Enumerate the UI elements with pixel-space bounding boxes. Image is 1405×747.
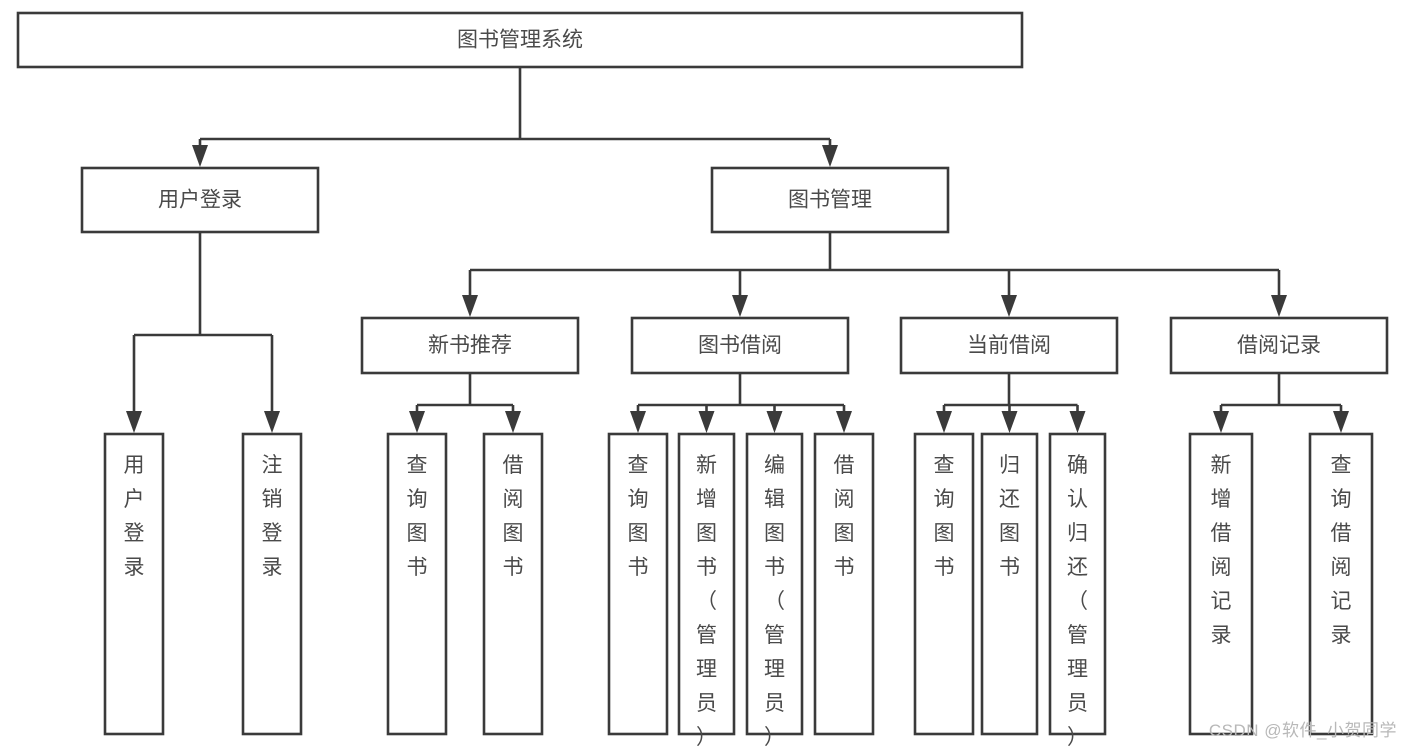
arrow-head-icon — [1069, 411, 1086, 433]
node-level2[interactable]: 用户登录 — [80, 166, 320, 234]
node-label: 新增借阅记录 — [1211, 454, 1232, 647]
node-box[interactable] — [103, 432, 165, 736]
node-box[interactable] — [386, 432, 448, 736]
node-box[interactable] — [482, 432, 544, 736]
node-box[interactable] — [980, 432, 1039, 736]
node-leaf[interactable]: 查询借阅记录 — [1308, 432, 1374, 736]
arrow-head-icon — [836, 411, 852, 433]
arrow-head-icon — [766, 411, 783, 433]
node-label: 用户登录 — [124, 454, 145, 579]
node-box[interactable] — [607, 432, 669, 736]
arrow-head-icon — [630, 411, 646, 433]
node-box[interactable] — [913, 432, 975, 736]
node-box[interactable] — [80, 166, 320, 234]
connectors-layer — [126, 67, 1349, 433]
arrow-head-icon — [732, 295, 748, 317]
node-box[interactable] — [1308, 432, 1374, 736]
node-label: 查询借阅记录 — [1331, 454, 1352, 647]
node-label: 新增图书（管理员） — [696, 454, 717, 747]
node-box[interactable] — [710, 166, 950, 234]
arrow-head-icon — [126, 411, 142, 433]
node-leaf[interactable]: 注销登录 — [241, 432, 303, 736]
node-level2[interactable]: 图书管理 — [710, 166, 950, 234]
node-label: 注销登录 — [262, 454, 283, 579]
node-box[interactable] — [1188, 432, 1254, 736]
arrow-head-icon — [1333, 411, 1349, 433]
arrow-head-icon — [264, 411, 280, 433]
node-box[interactable] — [630, 316, 850, 375]
node-leaf[interactable]: 查询图书 — [913, 432, 975, 736]
node-label: 查询图书 — [628, 454, 649, 579]
node-root[interactable]: 图书管理系统 — [16, 11, 1024, 69]
node-leaf[interactable]: 归还图书 — [980, 432, 1039, 736]
node-box[interactable] — [16, 11, 1024, 69]
node-leaf[interactable]: 编辑图书（管理员） — [745, 432, 804, 747]
node-label: 借阅图书 — [503, 454, 524, 579]
node-label: 借阅记录 — [1237, 334, 1321, 357]
node-box[interactable] — [745, 432, 804, 736]
arrow-head-icon — [1001, 411, 1018, 433]
node-level3[interactable]: 新书推荐 — [360, 316, 580, 375]
arrow-head-icon — [1001, 295, 1017, 317]
node-leaf[interactable]: 查询图书 — [607, 432, 669, 736]
node-box[interactable] — [899, 316, 1119, 375]
node-leaf[interactable]: 借阅图书 — [482, 432, 544, 736]
arrow-head-icon — [822, 145, 838, 167]
node-box[interactable] — [1169, 316, 1389, 375]
node-level3[interactable]: 借阅记录 — [1169, 316, 1389, 375]
arrow-head-icon — [505, 411, 521, 433]
node-box[interactable] — [1048, 432, 1107, 736]
node-label: 编辑图书（管理员） — [764, 454, 785, 747]
node-label: 图书管理系统 — [457, 29, 583, 52]
node-leaf[interactable]: 新增图书（管理员） — [677, 432, 736, 747]
node-leaf[interactable]: 用户登录 — [103, 432, 165, 736]
node-box[interactable] — [677, 432, 736, 736]
arrow-head-icon — [936, 411, 952, 433]
node-label: 当前借阅 — [967, 334, 1051, 357]
arrow-head-icon — [192, 145, 208, 167]
arrow-head-icon — [409, 411, 425, 433]
node-leaf[interactable]: 新增借阅记录 — [1188, 432, 1254, 736]
node-box[interactable] — [813, 432, 875, 736]
node-label: 查询图书 — [407, 454, 428, 579]
arrow-head-icon — [1213, 411, 1229, 433]
node-label: 借阅图书 — [834, 454, 855, 579]
arrow-head-icon — [698, 411, 715, 433]
node-leaf[interactable]: 确认归还（管理员） — [1048, 432, 1107, 747]
node-label: 图书借阅 — [698, 334, 782, 357]
node-box[interactable] — [241, 432, 303, 736]
node-label: 查询图书 — [934, 454, 955, 579]
node-leaf[interactable]: 查询图书 — [386, 432, 448, 736]
node-level3[interactable]: 当前借阅 — [899, 316, 1119, 375]
node-label: 新书推荐 — [428, 334, 512, 357]
node-label: 图书管理 — [788, 189, 872, 212]
node-label: 用户登录 — [158, 189, 242, 212]
nodes-layer: 图书管理系统用户登录图书管理新书推荐图书借阅当前借阅借阅记录用户登录注销登录查询… — [16, 11, 1389, 747]
arrow-head-icon — [462, 295, 478, 317]
node-label: 确认归还（管理员） — [1067, 454, 1088, 747]
node-level3[interactable]: 图书借阅 — [630, 316, 850, 375]
arrow-head-icon — [1271, 295, 1287, 317]
node-label: 归还图书 — [999, 454, 1020, 579]
node-leaf[interactable]: 借阅图书 — [813, 432, 875, 736]
node-box[interactable] — [360, 316, 580, 375]
